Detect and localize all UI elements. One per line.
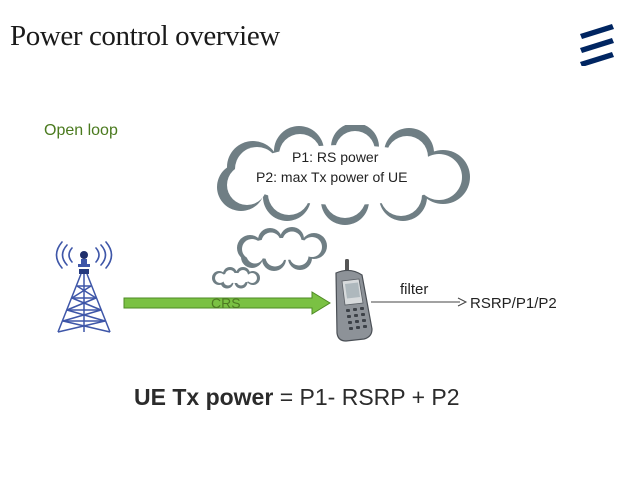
crs-signal-arrow: [123, 291, 331, 315]
slide-title: Power control overview: [10, 20, 280, 52]
cloud-line-p2: P2: max Tx power of UE: [256, 169, 408, 185]
power-formula: UE Tx power = P1- RSRP + P2: [134, 384, 460, 411]
open-loop-label: Open loop: [44, 122, 118, 139]
filter-label: filter: [400, 281, 429, 298]
cloud-icon: [212, 267, 260, 289]
cloud-line-p1: P1: RS power: [292, 149, 379, 165]
crs-label: CRS: [211, 295, 241, 311]
mobile-phone-icon: [335, 259, 373, 342]
cloud-icon: [237, 227, 327, 271]
filter-arrow: [371, 297, 468, 307]
radio-tower-icon: [55, 241, 113, 333]
cloud-icon: [217, 125, 470, 225]
rsrp-output-label: RSRP/P1/P2: [470, 295, 557, 312]
formula-bold-part: UE Tx power: [134, 384, 274, 410]
ericsson-logo-icon: [580, 24, 614, 66]
formula-rest: = P1- RSRP + P2: [273, 384, 460, 410]
